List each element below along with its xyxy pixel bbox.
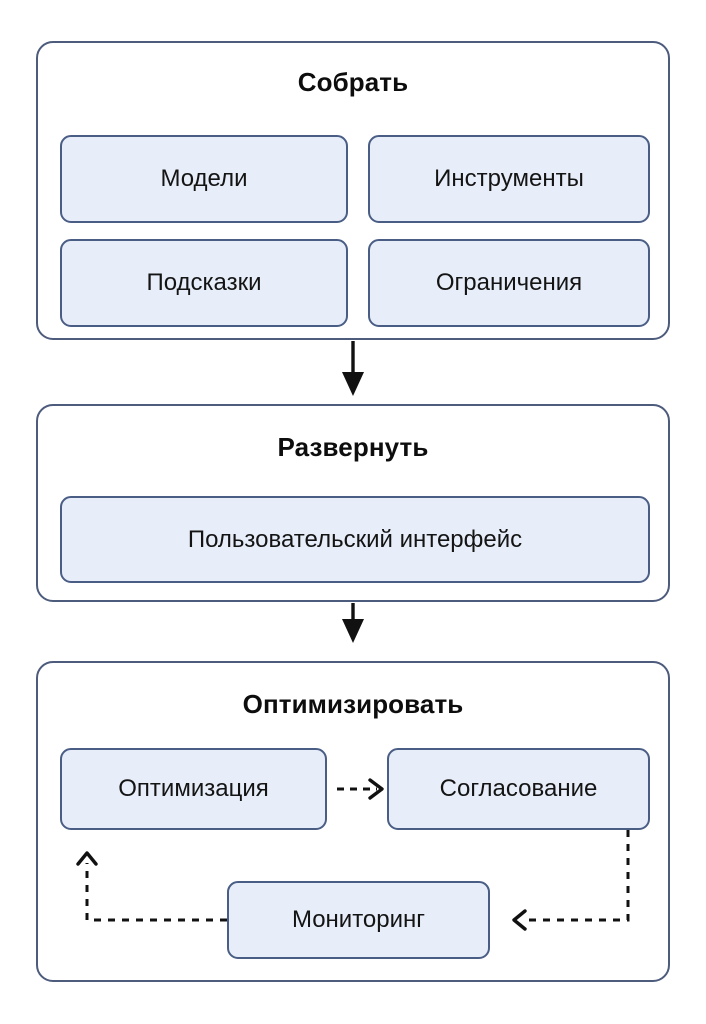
stage-optimize-title: Оптимизировать	[242, 689, 464, 719]
node-constraints[interactable]: Ограничения	[368, 239, 650, 327]
node-optimization[interactable]: Оптимизация	[60, 748, 327, 830]
stage-deploy-title: Развернуть	[277, 432, 429, 462]
node-prompts[interactable]: Подсказки	[60, 239, 348, 327]
stage-deploy: Развернуть Пользовательский интерфейс	[36, 404, 670, 602]
stage-collect-title: Собрать	[297, 67, 409, 97]
arrowhead-down-icon	[342, 619, 364, 643]
stage-optimize: Оптимизировать Оптимизация Согласование …	[36, 661, 670, 982]
node-models[interactable]: Модели	[60, 135, 348, 223]
connector-deploy-to-optimize	[342, 603, 364, 643]
connector-optimization-to-alignment	[337, 778, 384, 800]
stage-collect: Собрать Модели Инструменты Подсказки Огр…	[36, 41, 670, 340]
connector-alignment-to-monitoring	[512, 830, 630, 931]
node-user-interface[interactable]: Пользовательский интерфейс	[60, 496, 650, 583]
connector-collect-to-deploy	[342, 341, 364, 396]
connector-monitoring-to-optimization	[76, 851, 227, 922]
node-tools[interactable]: Инструменты	[368, 135, 650, 223]
node-alignment[interactable]: Согласование	[387, 748, 650, 830]
node-monitoring[interactable]: Мониторинг	[227, 881, 490, 959]
arrowhead-down-icon	[342, 372, 364, 396]
